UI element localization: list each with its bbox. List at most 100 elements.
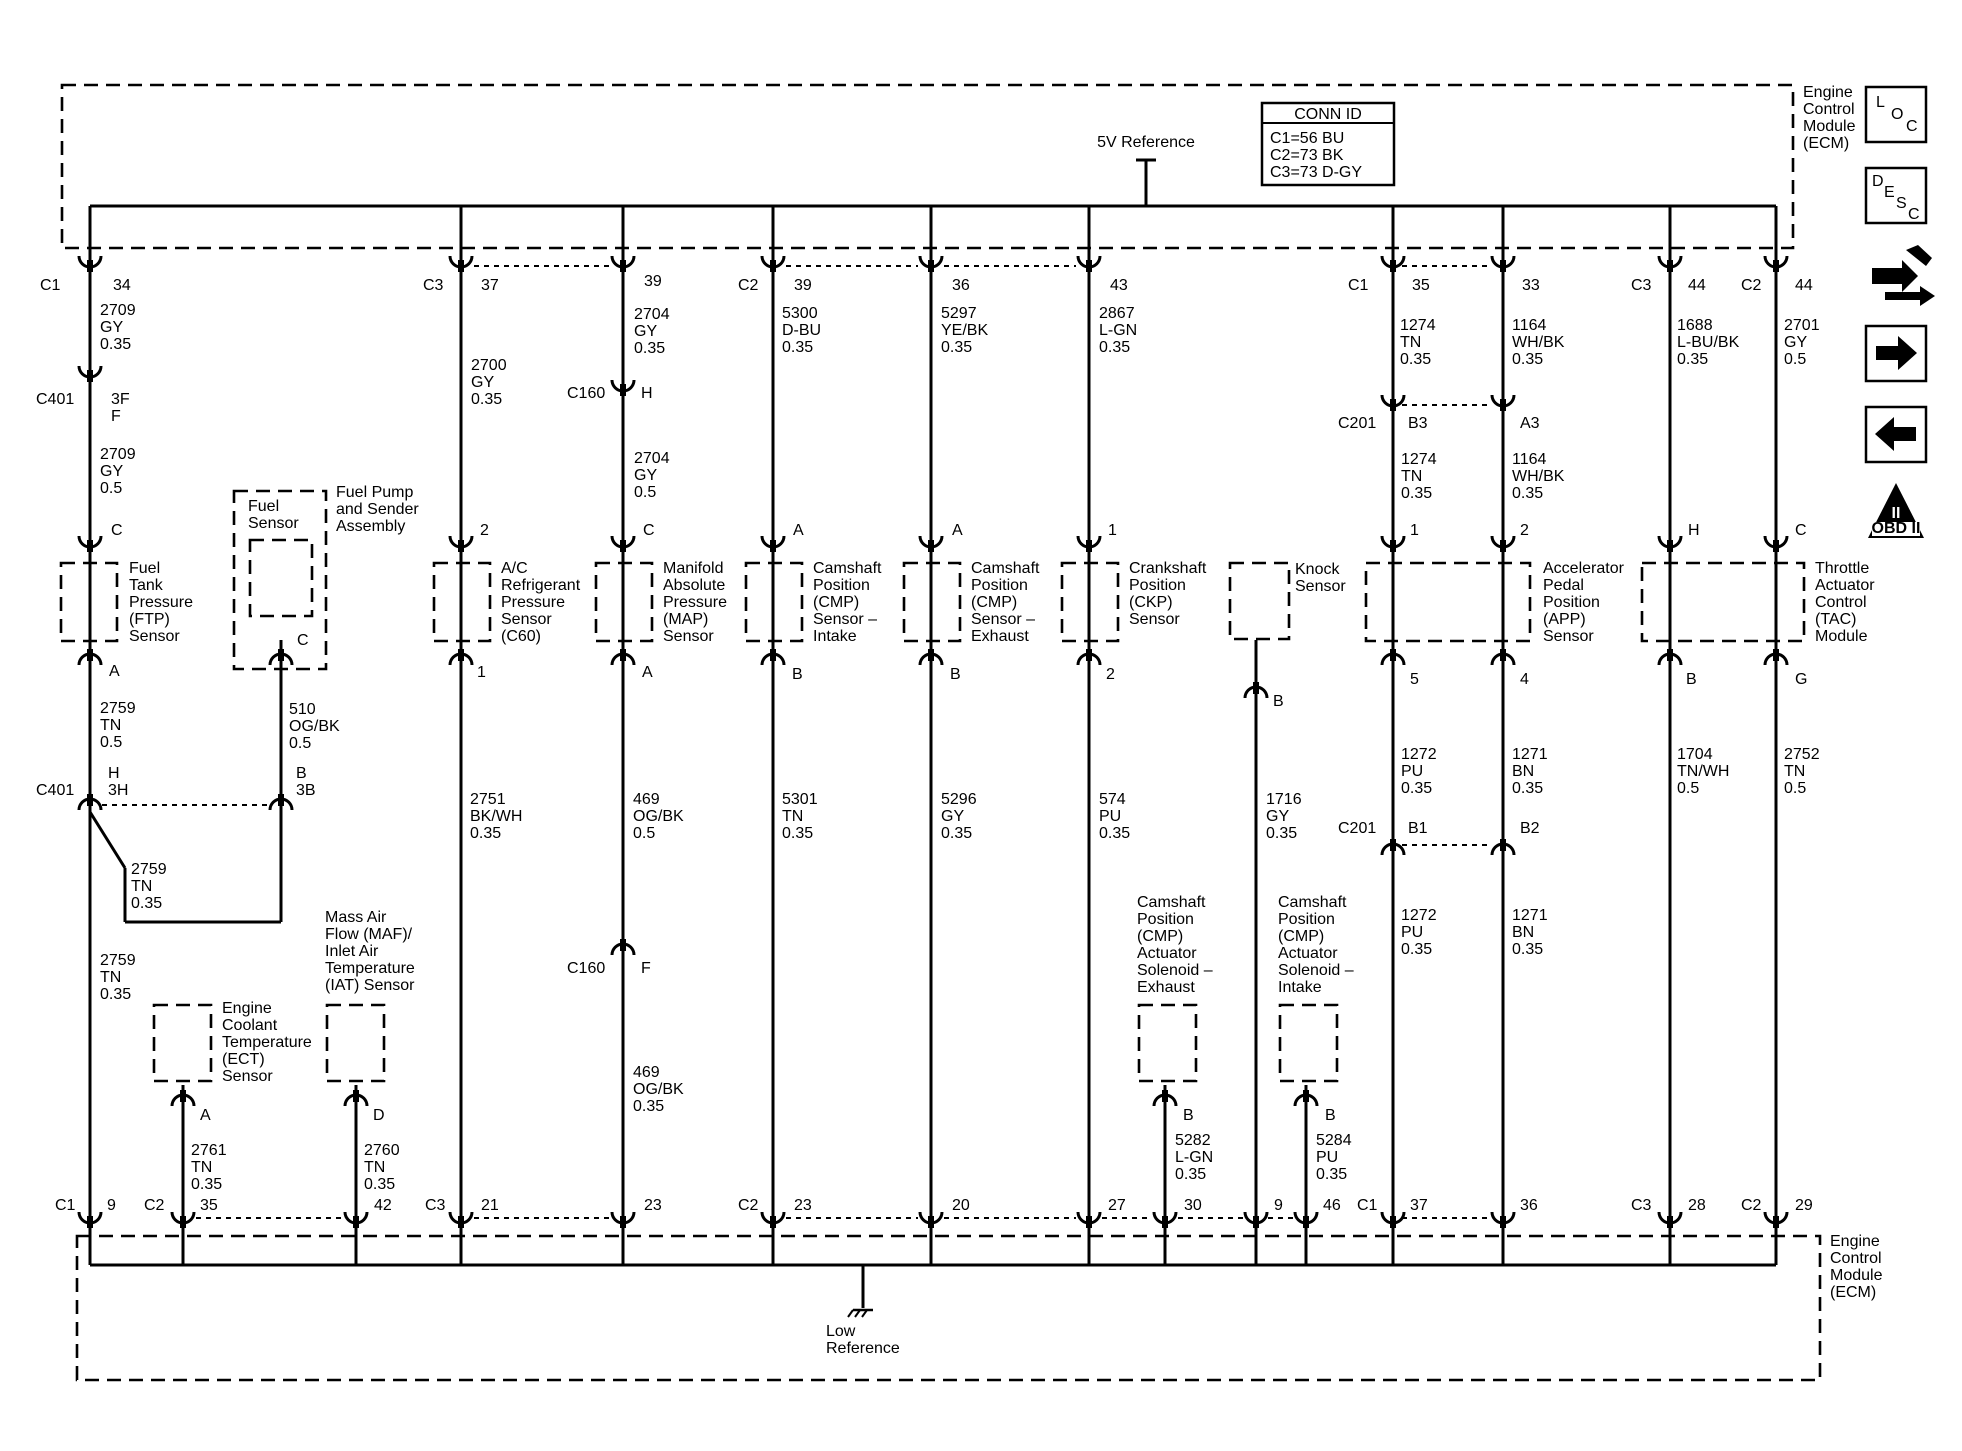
fuel-sensor-box — [248, 538, 314, 618]
component-name: Crankshaft — [1129, 560, 1207, 577]
connector-pin — [448, 1211, 474, 1228]
connector-label: C3 — [423, 277, 444, 294]
arrow-right-icon[interactable] — [1864, 324, 1928, 383]
connector-label: C201 — [1338, 415, 1376, 432]
loc-icon[interactable]: L O C — [1864, 85, 1928, 144]
wire-label: 0.5 — [289, 735, 311, 752]
ground-icon — [847, 1308, 873, 1318]
ckp-labels: 43 2867 L-GN 0.35 1 Crankshaft Position … — [1099, 277, 1207, 1214]
ect-labels: Engine Coolant Temperature (ECT) Sensor … — [144, 1000, 312, 1214]
connector-pin — [1380, 839, 1406, 856]
connector-pin — [1076, 649, 1102, 666]
wire-label: TN — [100, 717, 121, 734]
connector-symbols — [77, 255, 1789, 1228]
connector-pin — [1657, 535, 1683, 552]
wire-label: GY — [100, 319, 123, 336]
pin-label: F — [111, 408, 121, 425]
connector-pin — [1657, 649, 1683, 666]
connector-pin — [1152, 1211, 1178, 1228]
component-name: Absolute — [663, 577, 725, 594]
desc-icon[interactable]: D E S C — [1864, 166, 1928, 225]
wire-label: 0.35 — [471, 391, 502, 408]
connector-label: C1 — [1357, 1197, 1378, 1214]
wire-label: 0.5 — [633, 825, 655, 842]
connector-label: C1 — [40, 277, 61, 294]
pin-label: B — [792, 666, 803, 683]
connector-pin — [77, 365, 103, 382]
wire-label: 0.35 — [1401, 780, 1432, 797]
wire-label: 2709 — [100, 446, 136, 463]
wire-label: 1274 — [1401, 451, 1437, 468]
sol-exhaust-labels: Camshaft Position (CMP) Actuator Solenoi… — [1137, 894, 1213, 1214]
svg-text:OBD II: OBD II — [1872, 520, 1921, 537]
pin-label: 20 — [952, 1197, 970, 1214]
pin-label: 23 — [794, 1197, 812, 1214]
component-name: (ECT) — [222, 1051, 265, 1068]
wire-label: TN — [100, 969, 121, 986]
connector-pin — [1490, 255, 1516, 272]
connector-pin — [760, 535, 786, 552]
pin-label: 2 — [1106, 666, 1115, 683]
wire-label: D-BU — [782, 322, 821, 339]
svg-text:O: O — [1891, 106, 1903, 123]
pin-label: 29 — [1795, 1197, 1813, 1214]
component-name: Intake — [813, 628, 857, 645]
cmp-actuator-exhaust-box — [1137, 1003, 1198, 1083]
wire-label: 0.5 — [100, 480, 122, 497]
component-name: Mass Air — [325, 909, 387, 926]
wire-label: GY — [100, 463, 123, 480]
connector-label: C3 — [425, 1197, 446, 1214]
connector-pin — [1657, 1211, 1683, 1228]
wire-label: PU — [1401, 763, 1423, 780]
wire-label: 0.5 — [1784, 351, 1806, 368]
conn-id-box: CONN ID C1=56 BU C2=73 BK C3=73 D-GY — [1260, 101, 1396, 187]
connector-pin — [1293, 1211, 1319, 1228]
connector-pin — [1657, 255, 1683, 272]
obd-ii-icon[interactable]: II OBD II — [1868, 483, 1924, 538]
wire-label: 1272 — [1401, 746, 1437, 763]
component-name: Camshaft — [971, 560, 1040, 577]
svg-text:Engine: Engine — [1830, 1233, 1880, 1250]
fuel-sensor-labels: Fuel Sensor Fuel Pump and Sender Assembl… — [248, 484, 419, 799]
component-name: Knock — [1295, 561, 1340, 578]
wire-label: TN — [1784, 763, 1805, 780]
component-name: Position — [1137, 911, 1194, 928]
svg-text:Control: Control — [1830, 1250, 1882, 1267]
connector-pin — [77, 649, 103, 666]
pin-label: 9 — [107, 1197, 116, 1214]
wire-label: GY — [634, 467, 657, 484]
wire-label: WH/BK — [1512, 468, 1565, 485]
component-name: Actuator — [1815, 577, 1875, 594]
connector-pin — [760, 255, 786, 272]
pin-label: 30 — [1184, 1197, 1202, 1214]
svg-text:Control: Control — [1803, 101, 1855, 118]
wire-label: L-GN — [1175, 1149, 1213, 1166]
svg-text:Engine: Engine — [1803, 84, 1853, 101]
component-name: Sensor — [663, 628, 714, 645]
wire-label: OG/BK — [633, 808, 684, 825]
wire-label: TN — [1401, 468, 1422, 485]
pin-label: 3F — [111, 391, 130, 408]
wire-label: 0.35 — [1400, 351, 1431, 368]
component-name: (APP) — [1543, 611, 1586, 628]
arrow-left-icon[interactable] — [1864, 405, 1928, 464]
component-name: Flow (MAF)/ — [325, 926, 413, 943]
wrench-icon[interactable] — [1872, 245, 1935, 306]
wire-label: 469 — [633, 791, 660, 808]
pin-label: C — [111, 522, 123, 539]
wire-label: 0.35 — [1512, 780, 1543, 797]
connector-pin — [77, 255, 103, 272]
connector-label: C160 — [567, 385, 605, 402]
component-name: Sensor — [1295, 578, 1346, 595]
map-labels: 39 2704 GY 0.35 C160 H 2704 GY 0.5 C Man… — [567, 273, 727, 1214]
connector-pin — [1380, 535, 1406, 552]
connector-pin — [1763, 255, 1789, 272]
pin-label: 35 — [1412, 277, 1430, 294]
ac-sensor-box — [432, 561, 492, 643]
connector-pin — [760, 1211, 786, 1228]
connector-pin — [610, 1211, 636, 1228]
component-name: (TAC) — [1815, 611, 1856, 628]
wire-label: 5284 — [1316, 1132, 1352, 1149]
ecm-bottom-boundary — [75, 1234, 1822, 1382]
connector-pin — [918, 255, 944, 272]
